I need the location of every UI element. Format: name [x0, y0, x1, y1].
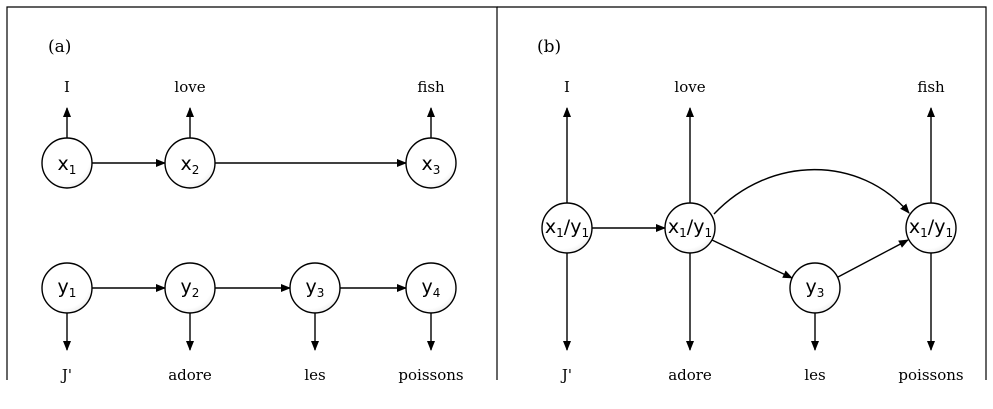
- target-word-adore-b: adore: [668, 366, 712, 384]
- node-x3-circle: [405, 137, 457, 189]
- node-x1-circle: [41, 137, 93, 189]
- node-y2: y2: [164, 262, 216, 314]
- panel-b-frame: [497, 6, 987, 380]
- panel-b: (b) I love fish J' adore les poissons x1…: [537, 37, 964, 384]
- edge-y3b-n3: [837, 239, 909, 278]
- node-merged-2: x1/y1: [664, 202, 716, 254]
- node-merged-1-circle: [541, 202, 593, 254]
- node-merged-1-label: x1/y1: [545, 216, 589, 240]
- target-word-adore: adore: [168, 366, 212, 384]
- node-x2: x2: [164, 137, 216, 189]
- node-y1-label: y1: [58, 276, 77, 300]
- source-word-love: love: [174, 78, 205, 96]
- source-word-love-b: love: [674, 78, 705, 96]
- node-merged-3-label: x1/y1: [909, 216, 953, 240]
- source-word-fish-b: fish: [917, 78, 945, 96]
- node-y4-label: y4: [422, 276, 441, 300]
- target-word-j-b: J': [560, 366, 572, 384]
- node-y2-circle: [164, 262, 216, 314]
- node-x3-label: x3: [422, 153, 441, 177]
- target-word-les-b: les: [804, 366, 825, 384]
- target-word-les: les: [304, 366, 325, 384]
- target-word-poissons-b: poissons: [898, 366, 963, 384]
- panel-a: (a) I love fish J' adore les poissons x1: [41, 37, 464, 384]
- node-x2-label: x2: [181, 153, 200, 177]
- edge-n2-y3b: [711, 239, 793, 279]
- node-x1-label: x1: [58, 153, 77, 177]
- node-y4-circle: [405, 262, 457, 314]
- source-word-i: I: [64, 78, 70, 96]
- node-y1: y1: [41, 262, 93, 314]
- panel-a-tag: (a): [48, 37, 71, 57]
- node-x2-circle: [164, 137, 216, 189]
- node-y3-b-circle: [789, 262, 841, 314]
- node-y3-label: y3: [306, 276, 325, 300]
- node-merged-2-circle: [664, 202, 716, 254]
- target-word-j: J': [60, 366, 72, 384]
- source-word-i-b: I: [564, 78, 570, 96]
- node-y3-circle: [289, 262, 341, 314]
- node-y3-b: y3: [789, 262, 841, 314]
- panel-a-frame: [6, 6, 498, 380]
- node-x1: x1: [41, 137, 93, 189]
- node-merged-1: x1/y1: [541, 202, 593, 254]
- node-merged-3: x1/y1: [905, 202, 957, 254]
- node-x3: x3: [405, 137, 457, 189]
- node-y1-circle: [41, 262, 93, 314]
- edge-n2-n3-curve: [713, 168, 910, 215]
- node-merged-2-label: x1/y1: [668, 216, 712, 240]
- node-y2-label: y2: [181, 276, 200, 300]
- node-y3: y3: [289, 262, 341, 314]
- panel-b-tag: (b): [537, 37, 561, 57]
- node-y4: y4: [405, 262, 457, 314]
- source-word-fish: fish: [417, 78, 445, 96]
- target-word-poissons: poissons: [398, 366, 463, 384]
- node-merged-3-circle: [905, 202, 957, 254]
- node-y3-b-label: y3: [806, 276, 825, 300]
